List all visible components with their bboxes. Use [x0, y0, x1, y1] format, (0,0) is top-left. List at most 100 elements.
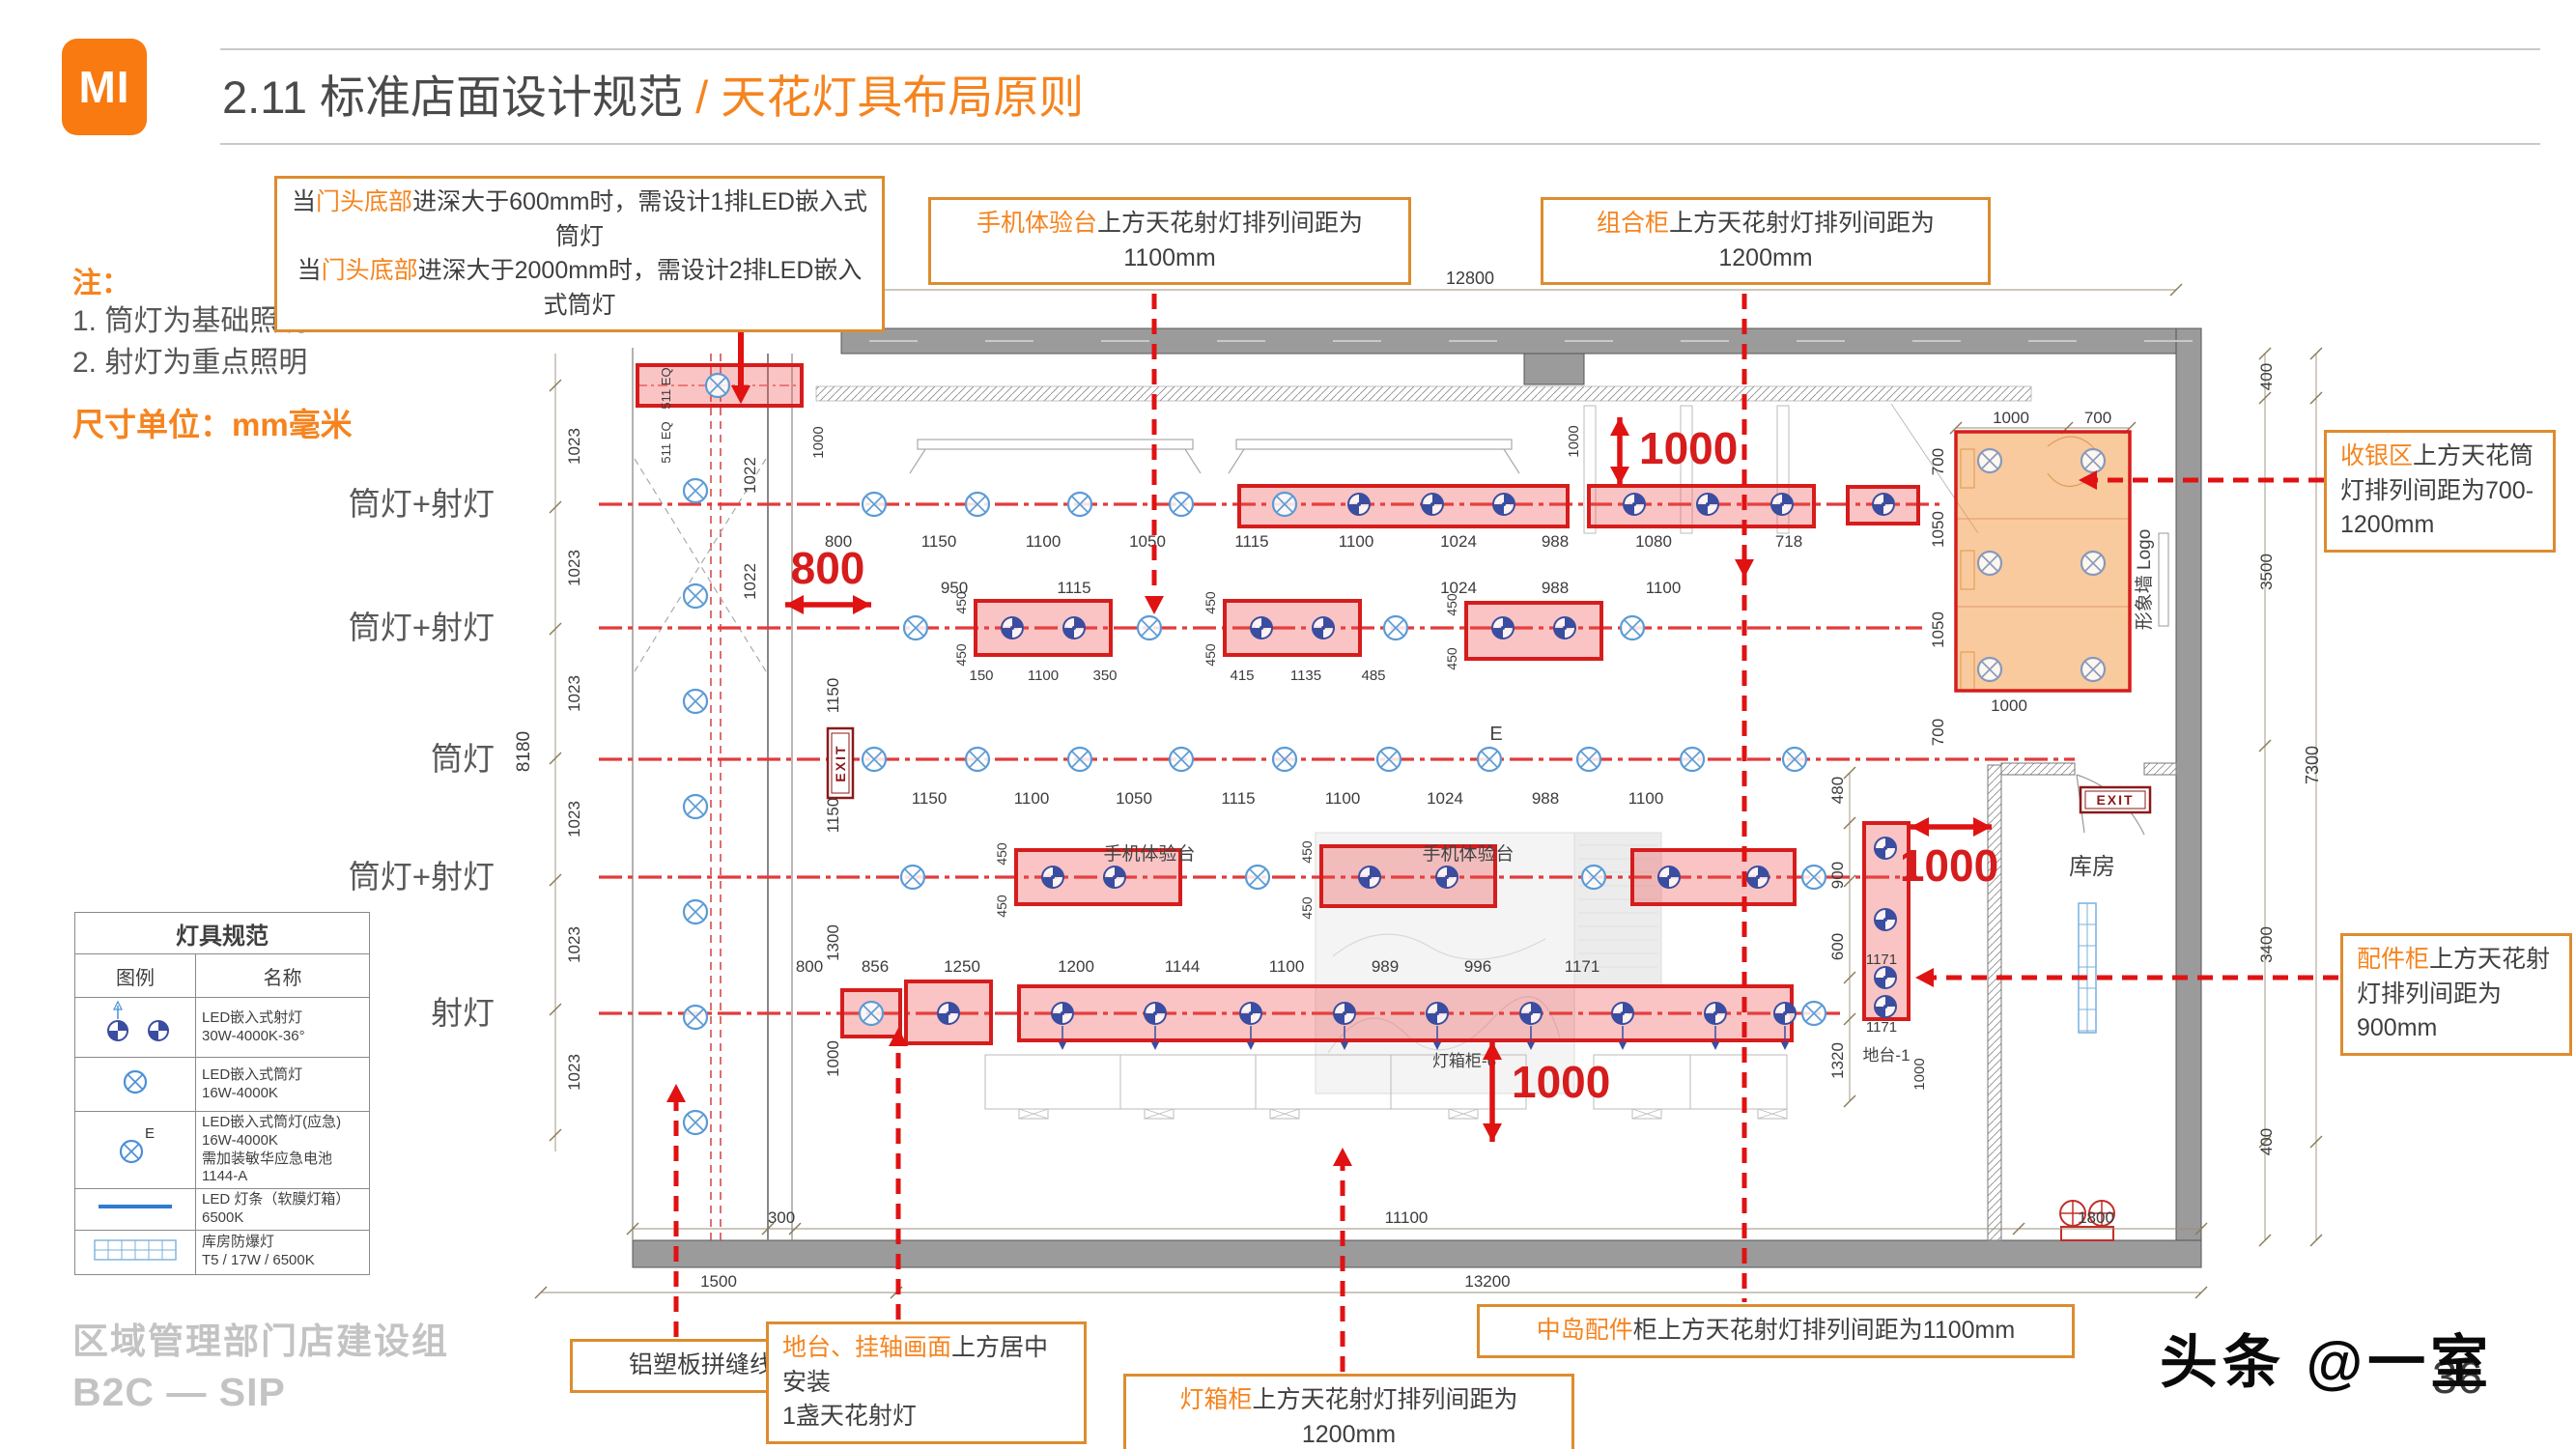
xiaomi-logo: MI: [62, 39, 147, 135]
note-item: 1. 筒灯为基础照明: [72, 305, 308, 337]
svg-text:1050: 1050: [1116, 789, 1152, 808]
svg-text:1500: 1500: [700, 1272, 737, 1291]
svg-text:1100: 1100: [1646, 579, 1682, 597]
svg-text:1024: 1024: [1440, 532, 1477, 551]
svg-text:8180: 8180: [514, 731, 534, 772]
footer-team: 区域管理部门店建设组: [72, 1321, 449, 1361]
svg-text:1150: 1150: [824, 678, 842, 714]
svg-text:450: 450: [953, 643, 969, 667]
callout-experience-table: 手机体验台上方天花射灯排列间距为1100mm: [928, 197, 1411, 285]
callout-lightbox-cabinet: 灯箱柜上方天花射灯排列间距为1200mm: [1123, 1374, 1574, 1449]
svg-text:1024: 1024: [1427, 789, 1463, 808]
svg-text:1115: 1115: [1234, 532, 1268, 551]
svg-text:856: 856: [862, 957, 889, 976]
svg-text:地台-1: 地台-1: [1862, 1046, 1910, 1065]
svg-text:手机体验台: 手机体验台: [1422, 843, 1514, 865]
svg-text:库房: 库房: [2069, 854, 2115, 880]
callout-accessory-cabinet: 配件柜上方天花射灯排列间距为900mm: [2340, 933, 2572, 1056]
svg-text:11100: 11100: [1385, 1208, 1429, 1227]
svg-text:3400: 3400: [2257, 926, 2276, 963]
svg-text:300: 300: [768, 1208, 795, 1227]
svg-text:1000: 1000: [1512, 1057, 1610, 1107]
svg-text:1100: 1100: [1628, 789, 1664, 808]
svg-text:1115: 1115: [1221, 789, 1255, 808]
svg-text:12800: 12800: [1446, 269, 1494, 288]
spotlight-pair-icon: [74, 997, 196, 1058]
svg-text:1023: 1023: [565, 926, 583, 963]
svg-text:700: 700: [1929, 719, 1947, 746]
svg-text:E: E: [1489, 724, 1502, 745]
svg-text:1000: 1000: [1993, 409, 2029, 427]
dimension-unit-note: 尺寸单位：mm毫米: [72, 407, 353, 443]
svg-text:7300: 7300: [2303, 746, 2322, 784]
svg-text:1150: 1150: [912, 789, 948, 808]
notes-items: 1. 筒灯为基础照明 2. 射灯为重点照明: [72, 301, 353, 384]
legend-col-name: 名称: [195, 953, 370, 998]
svg-text:511 EQ: 511 EQ: [659, 367, 673, 409]
svg-text:1000: 1000: [1900, 840, 1998, 891]
svg-text:1200: 1200: [1058, 957, 1094, 976]
svg-text:450: 450: [1203, 643, 1218, 667]
svg-text:988: 988: [1542, 579, 1569, 597]
svg-text:1300: 1300: [824, 924, 842, 961]
footer: 区域管理部门店建设组 B2C — SIP: [72, 1312, 449, 1415]
svg-text:灯箱柜-6: 灯箱柜-6: [1432, 1052, 1496, 1070]
svg-text:450: 450: [1299, 896, 1315, 920]
svg-text:1023: 1023: [565, 675, 583, 712]
lamp-row-label: 射灯: [431, 995, 495, 1031]
svg-text:996: 996: [1464, 957, 1491, 976]
note-item: 2. 射灯为重点照明: [72, 346, 308, 379]
header-rule-bottom: [220, 143, 2540, 145]
svg-text:700: 700: [1929, 448, 1947, 475]
svg-text:1135: 1135: [1290, 668, 1321, 684]
svg-text:1023: 1023: [565, 801, 583, 838]
svg-text:1100: 1100: [1028, 668, 1059, 684]
svg-text:485: 485: [1361, 668, 1385, 684]
svg-text:800: 800: [796, 957, 823, 976]
svg-text:1100: 1100: [1026, 532, 1062, 551]
svg-text:900: 900: [1828, 862, 1847, 889]
svg-text:1000: 1000: [824, 1040, 842, 1077]
svg-text:1171: 1171: [1866, 1019, 1897, 1036]
svg-text:480: 480: [1828, 777, 1847, 804]
page-title: 2.11 标准店面设计规范 / 天花灯具布局原则: [222, 60, 1084, 127]
svg-text:150: 150: [969, 668, 993, 684]
svg-text:1800: 1800: [2078, 1208, 2114, 1227]
notes-tag: 注：: [72, 268, 130, 299]
svg-text:1100: 1100: [1339, 532, 1374, 551]
lamp-row-label: 筒灯+射灯: [348, 859, 495, 895]
svg-text:1022: 1022: [741, 563, 759, 600]
svg-text:415: 415: [1230, 668, 1254, 684]
downlight-icon: [74, 1057, 196, 1112]
callout-cashier: 收银区上方天花筒灯排列间距为700-1200mm: [2324, 430, 2556, 553]
svg-text:450: 450: [1299, 840, 1315, 864]
page-number: 36: [2432, 1351, 2483, 1403]
svg-text:1000: 1000: [1991, 696, 2027, 715]
svg-text:450: 450: [994, 895, 1009, 918]
svg-text:1100: 1100: [1269, 957, 1305, 976]
notes-block: 注： 1. 筒灯为基础照明 2. 射灯为重点照明 尺寸单位：mm毫米: [72, 259, 353, 445]
svg-text:1171: 1171: [1565, 957, 1600, 976]
svg-text:1171: 1171: [1866, 952, 1897, 968]
svg-text:450: 450: [1203, 591, 1218, 614]
svg-text:1000: 1000: [1566, 425, 1582, 457]
footer-channel: B2C — SIP: [72, 1370, 286, 1414]
svg-text:EXIT: EXIT: [833, 744, 848, 781]
svg-text:1150: 1150: [921, 532, 957, 551]
lamp-row-label: 筒灯+射灯: [348, 486, 495, 522]
svg-text:450: 450: [994, 842, 1009, 866]
svg-text:1250: 1250: [944, 957, 980, 976]
svg-text:350: 350: [1092, 668, 1117, 684]
svg-text:1023: 1023: [565, 1054, 583, 1091]
svg-text:1050: 1050: [1929, 511, 1947, 548]
svg-text:1320: 1320: [1828, 1042, 1847, 1079]
svg-text:1100: 1100: [1014, 789, 1050, 808]
svg-text:988: 988: [1532, 789, 1559, 808]
svg-text:450: 450: [1444, 647, 1459, 670]
svg-text:1000: 1000: [1639, 423, 1738, 473]
svg-text:950: 950: [941, 579, 968, 597]
callout-combo-cabinet: 组合柜上方天花射灯排列间距为1200mm: [1541, 197, 1991, 285]
